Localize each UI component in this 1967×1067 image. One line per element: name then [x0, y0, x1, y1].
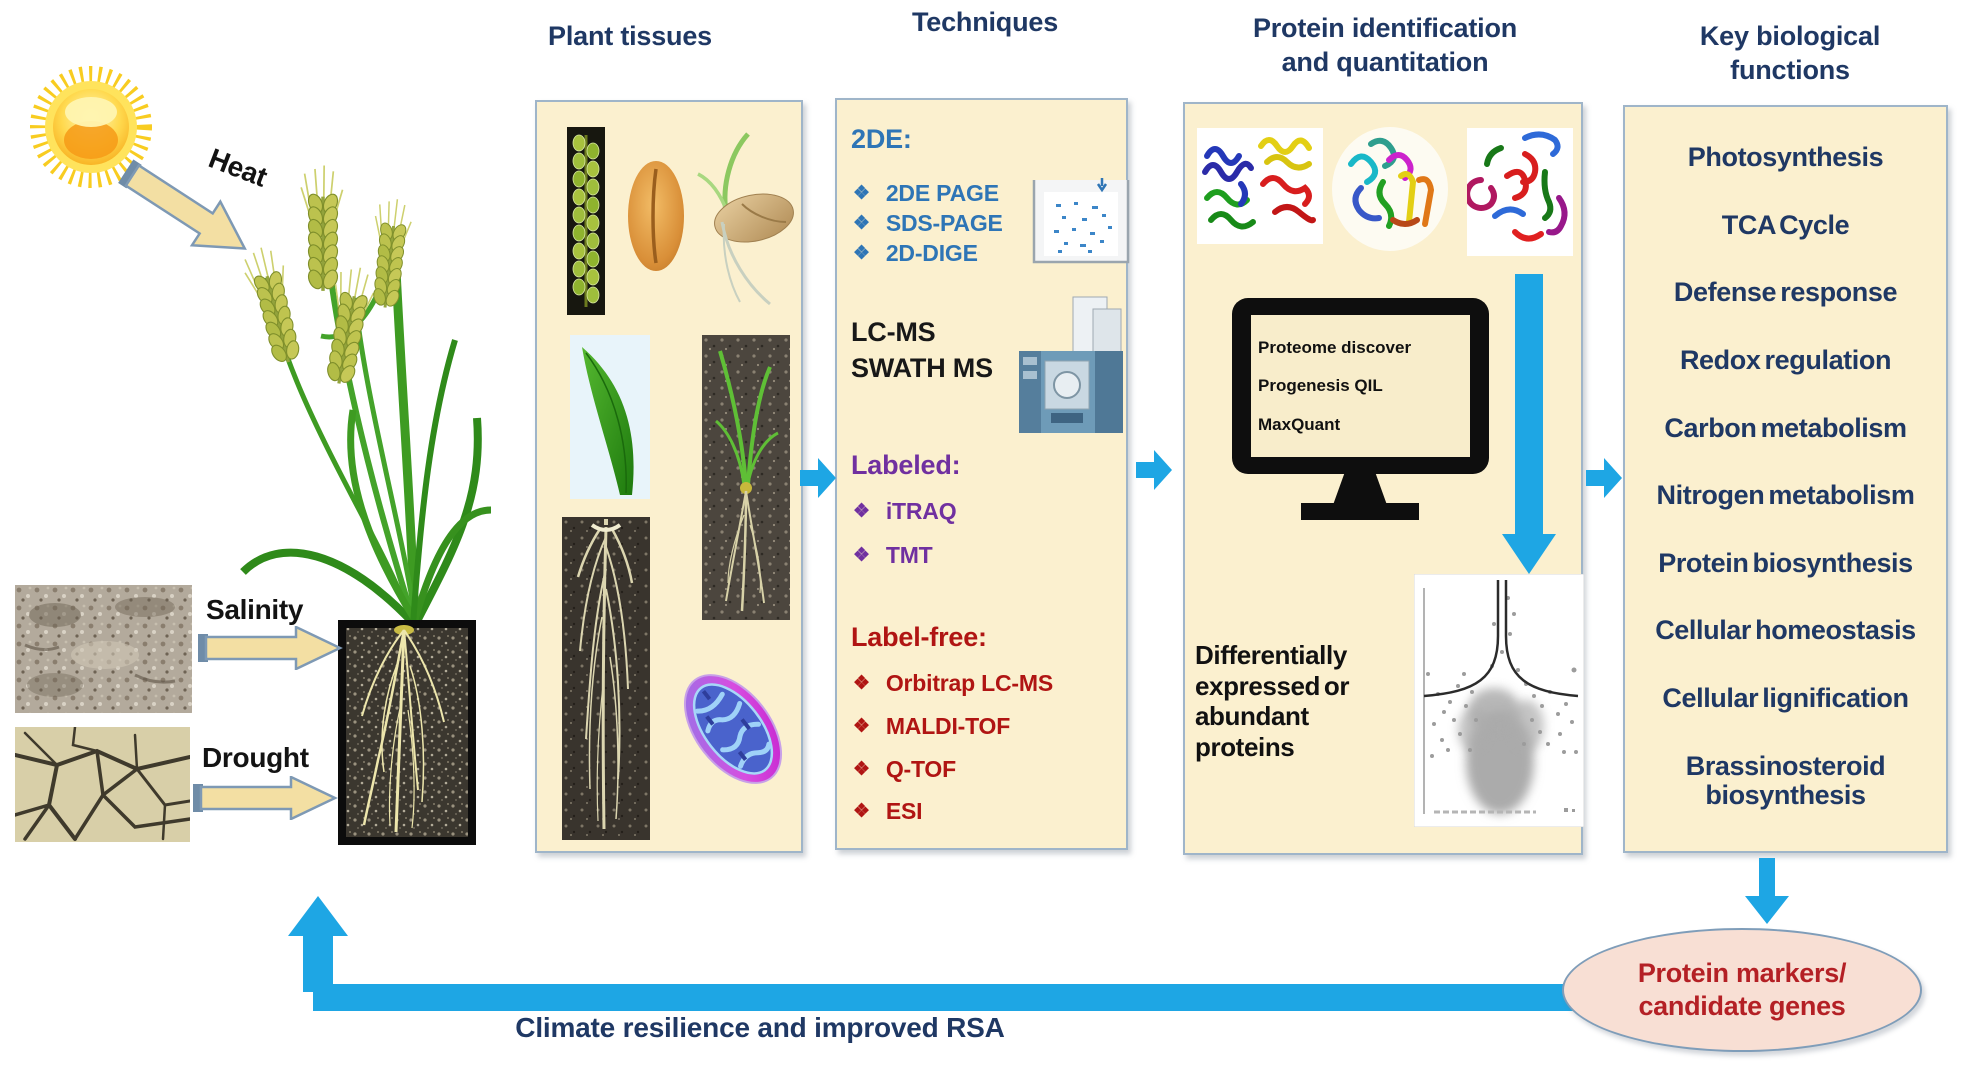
gel-item: 2DE PAGE — [885, 180, 999, 206]
key-functions-list: Photosynthesis TCA Cycle Defense respons… — [1623, 105, 1948, 853]
ms-title-line2: SWATH MS — [851, 353, 993, 383]
function-item: Defense response — [1673, 277, 1898, 308]
denatured-peptides-image — [1467, 128, 1573, 256]
function-item: Photosynthesis — [1687, 142, 1884, 172]
mitochondrion-image — [683, 674, 783, 784]
function-item: Brassinosteroid biosynthesis — [1685, 750, 1886, 811]
heat-arrow-icon — [118, 159, 247, 250]
key-functions-header: Key biological functions — [1640, 20, 1940, 88]
protein-id-header-line1: Protein identification — [1252, 13, 1518, 43]
labeled-item: iTRAQ — [885, 498, 957, 524]
plant-tissues-panel — [535, 100, 803, 853]
salinity-arrow-icon — [198, 626, 343, 670]
function-item: Cellular homeostasis — [1655, 615, 1916, 646]
ms-title-line1: LC-MS — [851, 317, 936, 347]
feedback-arrow-icon — [288, 896, 1575, 1011]
techniques-panel: 2DE: ❖2DE PAGE ❖SDS-PAGE ❖2D-DIGE LC-MS … — [835, 98, 1130, 850]
gel-item: 2D-DIGE — [885, 240, 978, 266]
label-free-item: Orbitrap LC-MS — [885, 670, 1053, 696]
labeled-item: TMT — [885, 542, 933, 568]
function-item: Carbon metabolism — [1664, 412, 1907, 443]
wheat-grain-image — [628, 161, 684, 271]
down-arrow-icon — [1502, 274, 1556, 574]
sun-icon — [30, 66, 152, 188]
software-item: Proteome discover — [1258, 337, 1412, 357]
leaf-image — [570, 335, 650, 499]
label-free-item: ESI — [885, 798, 923, 824]
flow-arrow-2-icon — [1136, 450, 1172, 490]
wheat-spike-image — [567, 127, 605, 315]
root-system-image — [562, 517, 650, 840]
climate-resilience-label: Climate resilience and improved RSA — [515, 1012, 1005, 1043]
function-item: Protein biosynthesis — [1658, 547, 1913, 578]
diamond-bullet-icon: ❖ — [853, 183, 870, 204]
diamond-bullet-icon: ❖ — [853, 501, 870, 522]
function-item: TCA Cycle — [1721, 209, 1850, 240]
protein-id-panel: Proteome discover Progenesis QIL MaxQuan… — [1183, 102, 1584, 855]
key-functions-header-line1: Key biological — [1699, 21, 1881, 51]
labeled-section-title: Labeled: — [851, 450, 961, 480]
soil-pot-root-image — [338, 620, 476, 845]
wheat-plant-illustration — [238, 163, 492, 625]
mass-spectrometer-image — [1019, 296, 1123, 433]
protein-structure-image-2 — [1332, 127, 1448, 251]
diamond-bullet-icon: ❖ — [853, 545, 870, 566]
gel-section-title: 2DE: — [851, 124, 912, 154]
software-monitor: Proteome discover Progenesis QIL MaxQuan… — [1232, 298, 1489, 474]
protein-markers-line1: Protein markers/ — [1637, 958, 1847, 989]
germinating-seed-image — [697, 132, 794, 306]
diamond-bullet-icon: ❖ — [853, 801, 870, 822]
gel-item: SDS-PAGE — [885, 210, 1003, 236]
differential-proteins-label: Differentially expressed or abundant pro… — [1195, 640, 1350, 763]
techniques-header: Techniques — [911, 7, 1059, 37]
diamond-bullet-icon: ❖ — [853, 759, 870, 780]
protein-structure-image-1 — [1197, 128, 1323, 244]
software-item: MaxQuant — [1258, 414, 1341, 434]
protein-id-header-line2: and quantitation — [1281, 46, 1489, 77]
drought-label: Drought — [202, 742, 309, 773]
flow-arrow-1-icon — [800, 458, 836, 498]
function-item: Nitrogen metabolism — [1656, 480, 1915, 511]
protein-markers-line2: candidate genes — [1638, 991, 1846, 1021]
key-functions-panel — [1623, 105, 1948, 853]
label-free-section-title: Label-free: — [851, 622, 987, 652]
label-free-item: MALDI-TOF — [885, 713, 1011, 739]
diamond-bullet-icon: ❖ — [853, 243, 870, 264]
plant-tissues-header: Plant tissues — [548, 21, 712, 51]
cracked-soil-image — [15, 727, 190, 842]
key-functions-header-line2: functions — [1730, 54, 1850, 85]
function-item: Redox regulation — [1679, 344, 1892, 375]
function-item: Cellular lignification — [1662, 683, 1909, 713]
diamond-bullet-icon: ❖ — [853, 716, 870, 737]
drought-arrow-icon — [193, 776, 338, 820]
salinity-label: Salinity — [206, 594, 304, 625]
seedling-image — [702, 335, 790, 620]
volcano-plot-image — [1414, 574, 1584, 827]
monitor-stand-neck — [1333, 472, 1387, 505]
label-free-item: Q-TOF — [885, 756, 956, 782]
monitor-stand-base — [1301, 503, 1419, 520]
gel-image — [1032, 178, 1130, 264]
monitor-screen: Proteome discover Progenesis QIL MaxQuan… — [1251, 315, 1470, 457]
diamond-bullet-icon: ❖ — [853, 673, 870, 694]
saline-soil-image — [15, 585, 192, 713]
protein-markers-oval: Protein markers/ candidate genes — [1562, 928, 1922, 1052]
outcome-arrow-icon — [1745, 858, 1789, 924]
diamond-bullet-icon: ❖ — [853, 213, 870, 234]
flow-arrow-3-icon — [1586, 458, 1622, 498]
protein-id-header: Protein identification and quantitation — [1190, 12, 1580, 80]
software-item: Progenesis QIL — [1258, 376, 1383, 395]
